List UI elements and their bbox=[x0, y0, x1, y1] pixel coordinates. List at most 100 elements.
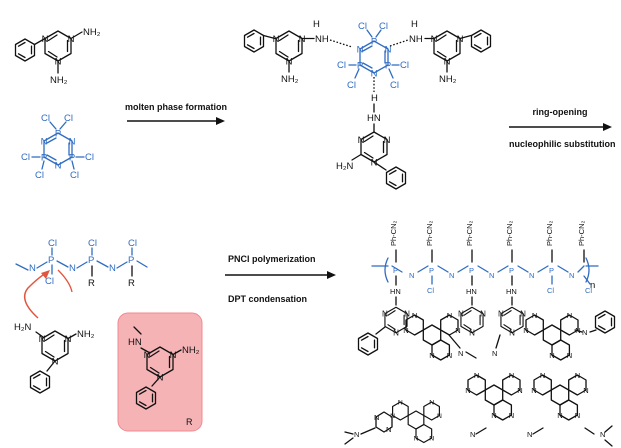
amine-label: NH₂ bbox=[50, 75, 68, 86]
ring-n-label: N bbox=[371, 68, 378, 79]
bridge-n-label: N bbox=[470, 430, 475, 439]
molecule-linear-phosphazene-chain: N P Cl Cl N P Cl R N P Cl R bbox=[15, 238, 148, 289]
amine-label: HN bbox=[367, 113, 381, 124]
caption-molten-phase: molten phase formation bbox=[125, 102, 227, 112]
chlorine-label: Cl bbox=[85, 152, 94, 163]
amine-label: HN bbox=[128, 337, 142, 348]
bridge-n-label: N bbox=[492, 349, 497, 358]
ring-n-label: N bbox=[386, 425, 391, 434]
ring-n-label: N bbox=[55, 160, 62, 171]
pendant-label: Ph-CN₂ bbox=[577, 220, 586, 246]
chlorine-label: Cl bbox=[41, 113, 50, 124]
ring-n-label: N bbox=[357, 44, 364, 55]
amine-label: NH₂ bbox=[182, 345, 200, 356]
chain-n-label: N bbox=[569, 271, 574, 280]
bridge-n-label: N bbox=[527, 430, 532, 439]
r-label: R bbox=[88, 278, 95, 289]
chain-n-label: N bbox=[449, 271, 454, 280]
chlorine-label: Cl bbox=[337, 60, 346, 71]
chlorine-label: Cl bbox=[88, 238, 97, 249]
chlorine-label: Cl bbox=[64, 113, 73, 124]
chain-n-label: N bbox=[29, 263, 36, 274]
chlorine-label: Cl bbox=[547, 286, 554, 295]
bridge-n-label: N bbox=[458, 349, 463, 358]
pendant-label: Ph-CN₂ bbox=[465, 220, 474, 246]
caption-ring-opening: ring-opening bbox=[533, 107, 588, 117]
chain-p-label: P bbox=[469, 266, 474, 275]
r-label: R bbox=[128, 278, 135, 289]
chlorine-label: Cl bbox=[400, 60, 409, 71]
chlorine-label: Cl bbox=[45, 276, 54, 287]
molecule-hydrogen-bonded-complex: NH H NH₂ P P P N N N Cl Cl Cl Cl Cl Cl N… bbox=[243, 19, 492, 190]
arrow-polymerization: PNCl polymerization DPT condensation bbox=[225, 254, 336, 304]
chlorine-label: Cl bbox=[48, 238, 57, 249]
bridge-n-label: N bbox=[600, 430, 605, 439]
chlorine-label: Cl bbox=[128, 238, 137, 249]
chain-p-label: P bbox=[128, 255, 134, 266]
hydrogen-label: H bbox=[313, 19, 320, 30]
chlorine-label: Cl bbox=[21, 152, 30, 163]
amine-label: NH₂ bbox=[77, 329, 95, 340]
chlorine-label: Cl bbox=[379, 21, 388, 32]
amine-label: H₂N bbox=[336, 161, 354, 172]
chain-p-label: P bbox=[509, 266, 514, 275]
amine-label: NH₂ bbox=[439, 74, 457, 85]
chlorine-label: Cl bbox=[358, 21, 367, 32]
chlorine-label: Cl bbox=[585, 286, 592, 295]
chain-n-label: N bbox=[529, 271, 534, 280]
amine-label: H₂N bbox=[14, 322, 32, 333]
chlorine-label: Cl bbox=[427, 286, 434, 295]
molecule-phenyl-diaminotriazine: NH₂ NH₂ bbox=[14, 27, 101, 86]
chain-n-label: N bbox=[109, 263, 116, 274]
repeat-n-label: n bbox=[590, 280, 595, 291]
chain-p-label: P bbox=[429, 266, 434, 275]
phosphorus-label: P bbox=[41, 152, 47, 163]
arrow-ring-opening: ring-opening nucleophilic substitution bbox=[509, 107, 616, 149]
ring-n-label: N bbox=[41, 136, 48, 147]
chain-p-label: P bbox=[393, 266, 398, 275]
phosphorus-label: P bbox=[55, 128, 61, 139]
chlorine-label: Cl bbox=[390, 80, 399, 91]
pendant-label: Ph-CN₂ bbox=[425, 220, 434, 246]
caption-dpt-condensation: DPT condensation bbox=[228, 294, 307, 304]
amine-label: HN bbox=[466, 287, 477, 296]
curved-attack-arrow-2 bbox=[57, 269, 73, 293]
amine-label: NH bbox=[409, 34, 423, 45]
caption-nucleophilic-substitution: nucleophilic substitution bbox=[509, 139, 616, 149]
amine-label: HN bbox=[506, 287, 517, 296]
phosphorus-label: P bbox=[371, 36, 377, 47]
pendant-label: Ph-CN₂ bbox=[545, 220, 554, 246]
r-group-highlight-box: HN NH₂ R bbox=[117, 312, 203, 432]
bridge-n-label: N bbox=[354, 430, 359, 439]
amine-label: NH₂ bbox=[281, 74, 299, 85]
molecule-hexachlorocyclotriphosphazene: P P P N N N Cl Cl Cl Cl Cl Cl bbox=[21, 113, 94, 181]
hydrogen-label: H bbox=[371, 93, 378, 104]
curved-attack-arrowhead bbox=[41, 270, 50, 279]
amine-label: NH bbox=[315, 34, 329, 45]
amine-label: NH₂ bbox=[83, 27, 101, 38]
ring-n-label: N bbox=[69, 136, 76, 147]
amine-label: HN bbox=[390, 287, 401, 296]
arrow-molten-phase: molten phase formation bbox=[125, 102, 227, 125]
chain-p-label: P bbox=[549, 266, 554, 275]
molecule-nucleophile-triazine: H₂N NH₂ bbox=[14, 322, 95, 394]
pendant-label: Ph-CN₂ bbox=[389, 220, 398, 246]
hydrogen-label: H bbox=[411, 19, 418, 30]
chlorine-label: Cl bbox=[70, 170, 79, 181]
pendant-label: Ph-CN₂ bbox=[505, 220, 514, 246]
chain-p-label: P bbox=[48, 255, 54, 266]
polymer-network: n P N P N P N P N P N Ph-CN₂ Ph-CN₂ Ph-C… bbox=[344, 220, 616, 447]
chlorine-label: Cl bbox=[347, 80, 356, 91]
phosphorus-label: P bbox=[385, 60, 391, 71]
bridge-n-label: N bbox=[582, 328, 587, 337]
phosphorus-label: P bbox=[357, 60, 363, 71]
chain-p-label: P bbox=[88, 255, 94, 266]
r-group-label: R bbox=[186, 417, 193, 427]
chlorine-label: Cl bbox=[35, 170, 44, 181]
chain-n-label: N bbox=[409, 271, 414, 280]
caption-pncl-polymerization: PNCl polymerization bbox=[228, 254, 316, 264]
phosphorus-label: P bbox=[69, 152, 75, 163]
chain-n-label: N bbox=[489, 271, 494, 280]
ring-n-label: N bbox=[374, 413, 379, 422]
